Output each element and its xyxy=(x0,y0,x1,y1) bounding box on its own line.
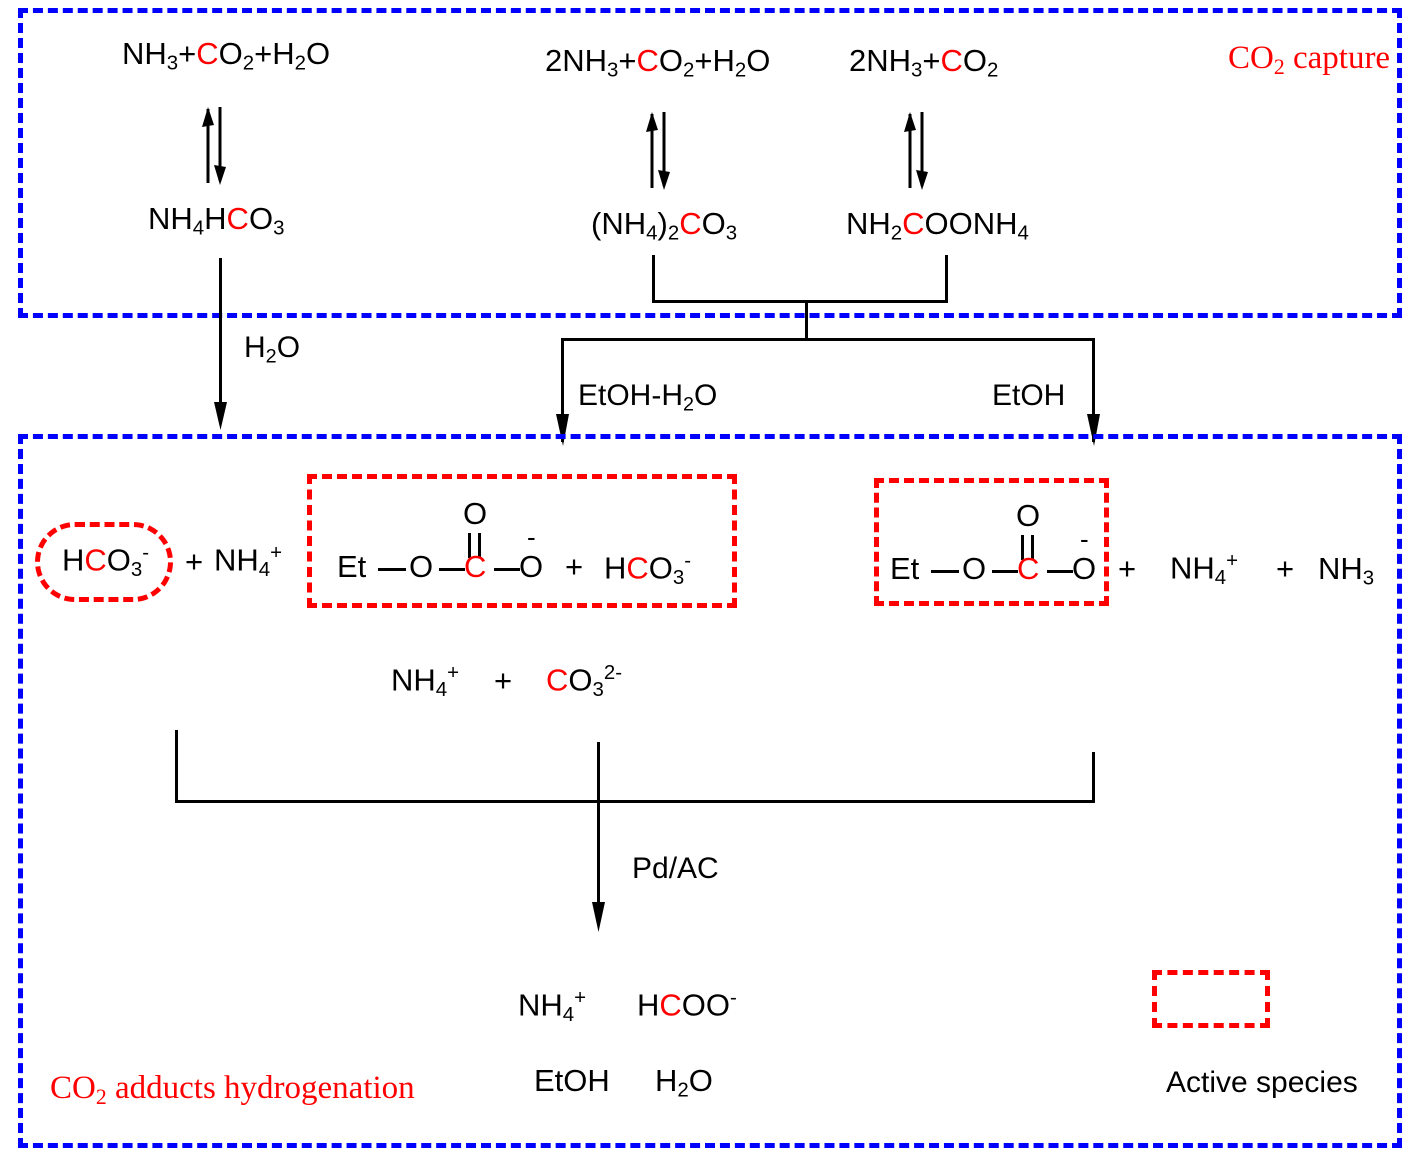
plus-secondary: + xyxy=(494,663,513,698)
double-bond-line-a-right xyxy=(1021,535,1024,560)
product-ethanol: EtOH xyxy=(534,1063,610,1098)
split-bracket-right-leg xyxy=(1092,338,1095,442)
solvent-label-water: H2O xyxy=(244,331,301,368)
arrow-shaft-water xyxy=(219,258,222,418)
bracket-right-leg-capture xyxy=(945,255,948,303)
product-formate: HCOO- xyxy=(637,986,737,1023)
split-bracket-top xyxy=(561,338,1095,341)
structure-ethyl-middle: Et xyxy=(337,549,367,584)
structure-anion-charge-middle: - xyxy=(527,522,536,552)
plus-right-1: + xyxy=(1118,551,1137,586)
double-bond-line-b-right xyxy=(1031,535,1034,560)
solvent-label-ethanol: EtOH xyxy=(992,379,1066,412)
bond-et-o-right xyxy=(931,570,959,573)
arrow-shaft-catalyst xyxy=(597,742,600,917)
highlight-box-ethyl-carbonate-middle xyxy=(307,474,737,608)
structure-ester-oxygen-middle: O xyxy=(409,549,434,584)
plus-middle-1: + xyxy=(565,549,584,584)
bond-o-c-middle xyxy=(439,568,465,571)
product-carbonate: (NH4)2CO3 xyxy=(591,206,738,245)
species-bicarbonate-anion: HCO3- xyxy=(62,541,150,581)
solvent-label-ethanol-water: EtOH-H2O xyxy=(578,379,718,416)
highlight-box-bicarbonate-anion xyxy=(35,522,173,602)
hydrogenation-bracket-right-leg xyxy=(1092,752,1095,803)
structure-anion-oxygen-right: O xyxy=(1072,551,1097,586)
section-co2-capture xyxy=(18,8,1402,318)
plus-left-1: + xyxy=(185,544,204,579)
section-co2-adducts-hydrogenation xyxy=(18,434,1402,1148)
section-label-hydrogenation: CO2 adducts hydrogenation xyxy=(50,1070,415,1110)
product-water: H2O xyxy=(655,1063,713,1102)
structure-carbon-right: C xyxy=(1017,551,1040,586)
double-bond-line-b-middle xyxy=(478,533,481,558)
bond-c-o-right xyxy=(1047,570,1073,573)
arrow-head-ethanol xyxy=(1087,414,1100,446)
product-ammonium: NH4+ xyxy=(518,986,587,1026)
double-bond-line-a-middle xyxy=(468,533,471,558)
arrow-head-water xyxy=(214,402,227,430)
plus-right-2: + xyxy=(1276,551,1295,586)
product-carbamate: NH2COONH4 xyxy=(846,206,1029,245)
arrow-head-ethanol-water xyxy=(556,414,569,446)
bond-et-o-middle xyxy=(378,568,406,571)
catalyst-label: Pd/AC xyxy=(632,852,719,885)
species-ammonium-left: NH4+ xyxy=(214,541,283,581)
bracket-stem-capture xyxy=(805,300,808,340)
equilibrium-arrow-carbamate xyxy=(904,112,928,190)
reactants-bicarbonate: NH3+CO2+H2O xyxy=(122,36,331,75)
hydrogenation-bracket-left-leg xyxy=(175,730,178,803)
species-bicarbonate-middle: HCO3- xyxy=(604,549,692,589)
bracket-left-leg-capture xyxy=(652,255,655,303)
species-ammonium-right: NH4+ xyxy=(1170,549,1239,589)
structure-top-oxygen-middle: O xyxy=(463,496,488,531)
highlight-box-ethyl-carbonate-right xyxy=(874,478,1109,606)
structure-carbon-middle: C xyxy=(464,549,487,584)
equilibrium-arrow-bicarbonate xyxy=(202,107,226,185)
structure-top-oxygen-right: O xyxy=(1016,498,1041,533)
section-label-co2-capture: CO2 capture xyxy=(1228,40,1391,80)
reactants-carbonate: 2NH3+CO2+H2O xyxy=(545,43,771,82)
bond-c-o-middle xyxy=(494,568,520,571)
species-carbonate-secondary: CO32- xyxy=(546,661,623,701)
equilibrium-arrow-carbonate xyxy=(646,112,670,190)
legend-swatch-active-species xyxy=(1152,970,1270,1028)
bracket-base-capture xyxy=(652,300,948,303)
structure-anion-oxygen-middle: O xyxy=(519,549,544,584)
structure-ester-oxygen-right: O xyxy=(962,551,987,586)
species-ammonium-secondary: NH4+ xyxy=(391,661,460,701)
reactants-carbamate: 2NH3+CO2 xyxy=(849,43,999,82)
product-bicarbonate: NH4HCO3 xyxy=(148,201,285,240)
structure-anion-charge-right: - xyxy=(1080,524,1089,554)
hydrogenation-bracket-base xyxy=(175,800,1095,803)
bond-o-c-right xyxy=(992,570,1018,573)
species-ammonia-right: NH3 xyxy=(1318,551,1375,590)
legend-label-active-species: Active species xyxy=(1166,1066,1358,1099)
structure-ethyl-right: Et xyxy=(890,551,920,586)
arrow-head-catalyst xyxy=(592,902,605,932)
split-bracket-left-leg xyxy=(561,338,564,442)
